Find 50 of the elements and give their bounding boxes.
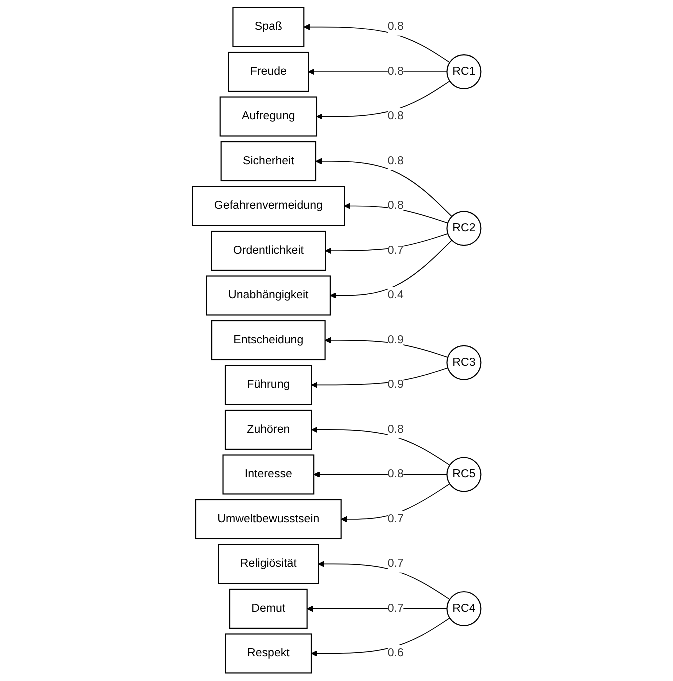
arrow [303,24,450,64]
edge-label: 0.6 [387,647,404,660]
edge-label: 0.9 [387,334,404,346]
node-box: Entscheidung [211,320,326,361]
arrow [330,240,452,299]
edge-label: 0.7 [387,512,404,526]
node-box: Freude [228,52,309,92]
node-box: Religiösität [218,544,319,584]
node-box: Demut [229,588,308,629]
arrow [318,561,450,600]
arrow [311,426,450,466]
arrow [344,203,448,224]
arrow [340,484,450,523]
edge-label: 0.4 [387,289,404,302]
arrow [311,368,448,388]
arrow [308,68,448,76]
arrow [315,158,452,218]
node-box: Unabhängigkeit [206,276,331,316]
arrow [306,606,448,612]
edge-label: 0.8 [387,423,404,436]
edge-label: 0.7 [387,602,404,615]
node-box: Spaß [232,7,304,48]
arrow [324,233,448,254]
node-box: Aufregung [219,96,318,137]
node-box: Umweltbewusstsein [194,499,342,540]
node-box: Respekt [224,634,312,674]
edge-label: 0.8 [387,200,404,212]
edge-label: 0.9 [387,378,404,392]
edge-label: 0.8 [387,20,404,34]
arrow [313,472,448,478]
node-circle: RC2 [446,211,482,246]
arrow [316,80,450,120]
node-box: Gefahrenvermeidung [192,186,345,226]
node-circle: RC5 [446,457,482,492]
edge-label: 0.8 [387,468,404,481]
edge-label: 0.7 [387,244,404,257]
node-box: Interesse [222,454,314,495]
node-circle: RC4 [446,591,482,626]
edge-label: 0.7 [387,558,404,570]
edge-label: 0.8 [387,155,404,168]
edge-label: 0.8 [387,66,404,78]
arrow [310,618,450,657]
node-box: Führung [224,365,312,406]
edge-label: 0.8 [387,110,404,123]
arrow [324,337,448,358]
node-box: Zuhören [224,410,312,450]
node-circle: RC3 [446,345,482,380]
node-box: Sicherheit [220,141,316,182]
node-circle: RC1 [446,54,482,90]
node-box: Ordentlichkeit [210,230,326,272]
